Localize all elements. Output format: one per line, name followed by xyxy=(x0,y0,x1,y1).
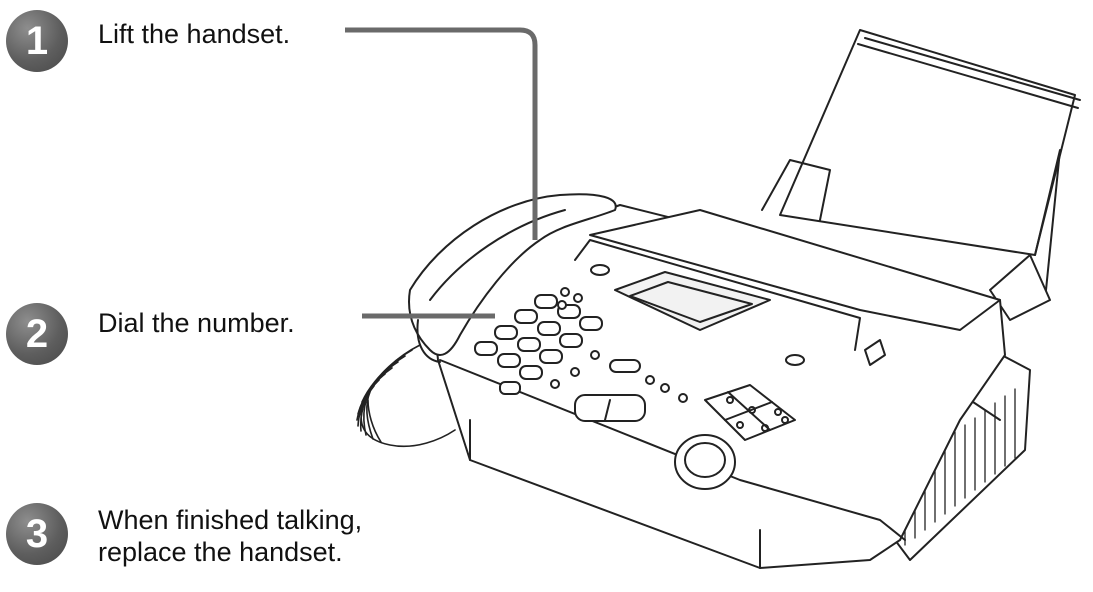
one-touch-panel xyxy=(704,384,796,441)
step-2-badge: 2 xyxy=(6,303,68,365)
paper-stack xyxy=(761,29,1081,321)
coiled-cord-icon xyxy=(356,344,456,448)
jog-dial xyxy=(674,434,736,490)
keypad xyxy=(474,287,688,422)
step-1: 1 Lift the handset. xyxy=(6,10,290,72)
step-1-badge: 1 xyxy=(6,10,68,72)
callout-lines xyxy=(345,27,538,319)
step-3-badge: 3 xyxy=(6,503,68,565)
step-2: 2 Dial the number. xyxy=(6,303,295,365)
step-3-text: When finished talking, replace the hands… xyxy=(98,505,363,567)
step-2-text: Dial the number. xyxy=(98,308,295,338)
step-3: 3 When finished talking, replace the han… xyxy=(6,500,362,568)
callout-line-handset xyxy=(345,27,538,240)
step-1-text: Lift the handset. xyxy=(98,19,291,49)
